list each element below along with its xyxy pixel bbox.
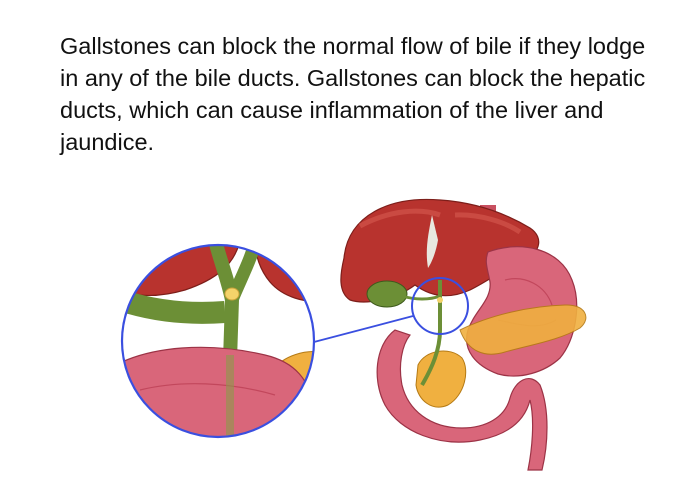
gallstone-zoomed	[224, 287, 240, 301]
zoom-inset	[122, 245, 314, 437]
duodenum	[376, 329, 548, 471]
magnifier-connector	[313, 315, 414, 343]
magnifier-small-circle	[411, 277, 469, 335]
magnifier-large-circle	[120, 243, 316, 439]
explanation-paragraph: Gallstones can block the normal flow of …	[60, 33, 646, 155]
anatomy-main	[340, 198, 587, 471]
falciform-ligament	[426, 215, 438, 268]
bile-duct	[420, 280, 442, 387]
pancreas-head	[415, 350, 467, 408]
pancreas	[459, 304, 587, 355]
gallstone-small	[437, 297, 443, 303]
gallbladder	[366, 280, 408, 308]
